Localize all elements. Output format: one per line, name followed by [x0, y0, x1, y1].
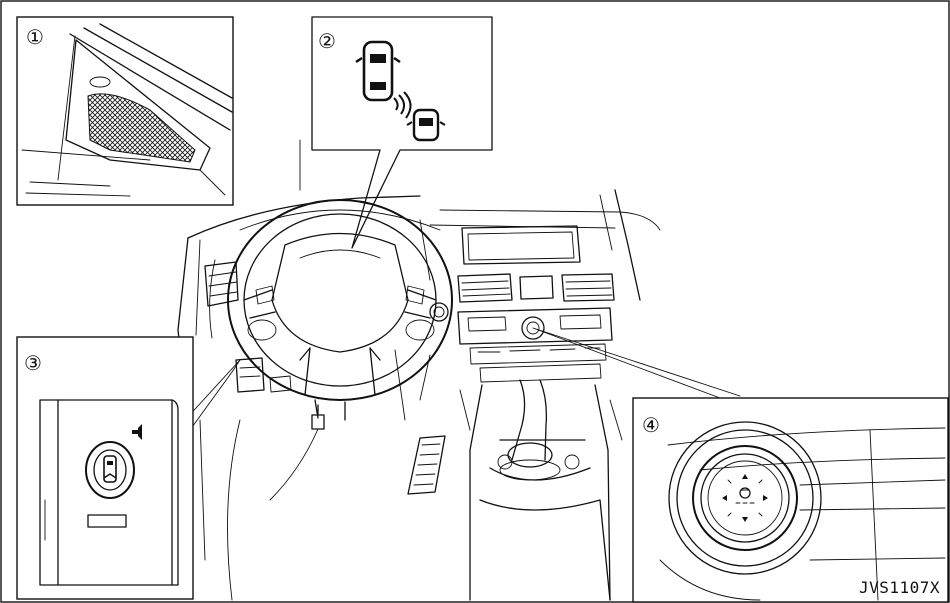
inset-4-controller: ④ — [632, 397, 949, 603]
inset-3-switch: ③ — [16, 336, 194, 600]
steering-wheel — [227, 199, 453, 421]
callout-2-label: ② — [318, 29, 336, 53]
center-vent-right — [561, 273, 615, 302]
callout-1-label: ① — [26, 25, 44, 49]
adjacent-vehicle-icon — [406, 108, 446, 142]
bsw-switch — [85, 441, 135, 499]
center-vent-left — [457, 273, 513, 303]
label-plate — [87, 514, 127, 528]
inset-3-frame — [16, 336, 194, 600]
radar-wave-icon — [393, 91, 412, 119]
inset-4-frame — [632, 397, 949, 603]
inset-2-blind-spot: ② — [311, 16, 493, 249]
sensor-grille — [87, 93, 196, 163]
center-control-panel — [457, 307, 613, 345]
accelerator-pedal — [407, 435, 446, 495]
controller-knob-detail — [668, 421, 822, 575]
controller-knob — [521, 316, 545, 340]
display-screen — [461, 225, 581, 265]
callout-4-label: ④ — [642, 413, 660, 437]
host-vehicle-icon — [355, 40, 401, 102]
dashboard-illustration — [177, 139, 661, 601]
indicator-icon — [132, 424, 142, 440]
reference-code: JVS1107X — [858, 578, 940, 597]
leader-lines — [184, 327, 741, 431]
callout-3-label: ③ — [24, 351, 42, 375]
inset-1-pillar-detail: ① — [16, 16, 234, 206]
